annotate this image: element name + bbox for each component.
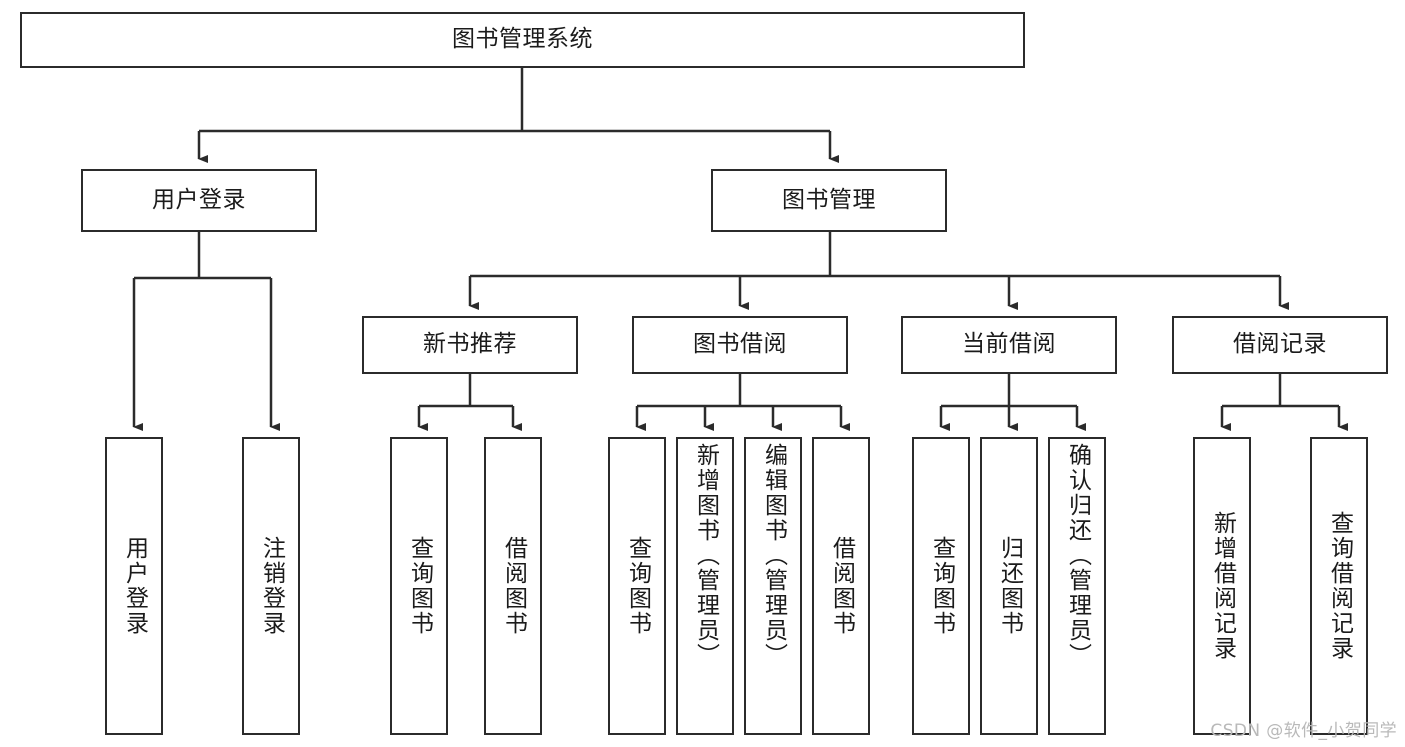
leaf-add-book-admin[interactable]: 新增图书（管理员） (676, 437, 734, 735)
node-label: 查询图书 (928, 536, 955, 636)
node-label: 查询借阅记录 (1326, 511, 1353, 661)
node-current-borrow[interactable]: 当前借阅 (901, 316, 1117, 374)
leaf-query-book-borrow[interactable]: 查询图书 (608, 437, 666, 735)
node-label: 借阅记录 (1233, 331, 1327, 358)
node-label: 注销登录 (258, 536, 285, 636)
node-label: 编辑图书（管理员） (760, 443, 787, 668)
node-label: 新增图书（管理员） (692, 443, 719, 668)
node-label: 图书管理系统 (452, 26, 593, 53)
node-label: 查询图书 (624, 536, 651, 636)
leaf-confirm-return-admin[interactable]: 确认归还（管理员） (1048, 437, 1106, 735)
leaf-query-book-recommend[interactable]: 查询图书 (390, 437, 448, 735)
csdn-watermark: CSDN @软件_小贺同学 (1210, 721, 1397, 741)
node-book-manage[interactable]: 图书管理 (711, 169, 947, 232)
leaf-borrow-book[interactable]: 借阅图书 (812, 437, 870, 735)
leaf-query-book-current[interactable]: 查询图书 (912, 437, 970, 735)
leaf-query-borrow-record[interactable]: 查询借阅记录 (1310, 437, 1368, 735)
node-label: 查询图书 (406, 536, 433, 636)
node-label: 用户登录 (121, 536, 148, 636)
node-book-management-system[interactable]: 图书管理系统 (20, 12, 1025, 68)
node-label: 借阅图书 (828, 536, 855, 636)
node-label: 确认归还（管理员） (1064, 443, 1091, 668)
node-borrow-record[interactable]: 借阅记录 (1172, 316, 1388, 374)
leaf-add-borrow-record[interactable]: 新增借阅记录 (1193, 437, 1251, 735)
leaf-edit-book-admin[interactable]: 编辑图书（管理员） (744, 437, 802, 735)
node-label: 图书借阅 (693, 331, 787, 358)
node-new-book-recommend[interactable]: 新书推荐 (362, 316, 578, 374)
leaf-user-login[interactable]: 用户登录 (105, 437, 163, 735)
node-label: 图书管理 (782, 186, 876, 213)
node-label: 归还图书 (996, 536, 1023, 636)
leaf-return-book[interactable]: 归还图书 (980, 437, 1038, 735)
node-user-login[interactable]: 用户登录 (81, 169, 317, 232)
node-label: 用户登录 (152, 186, 246, 213)
leaf-logout-login[interactable]: 注销登录 (242, 437, 300, 735)
leaf-borrow-book-recommend[interactable]: 借阅图书 (484, 437, 542, 735)
node-label: 当前借阅 (962, 331, 1056, 358)
node-label: 借阅图书 (500, 536, 527, 636)
node-label: 新书推荐 (423, 331, 517, 358)
node-book-borrow[interactable]: 图书借阅 (632, 316, 848, 374)
node-label: 新增借阅记录 (1209, 511, 1236, 661)
